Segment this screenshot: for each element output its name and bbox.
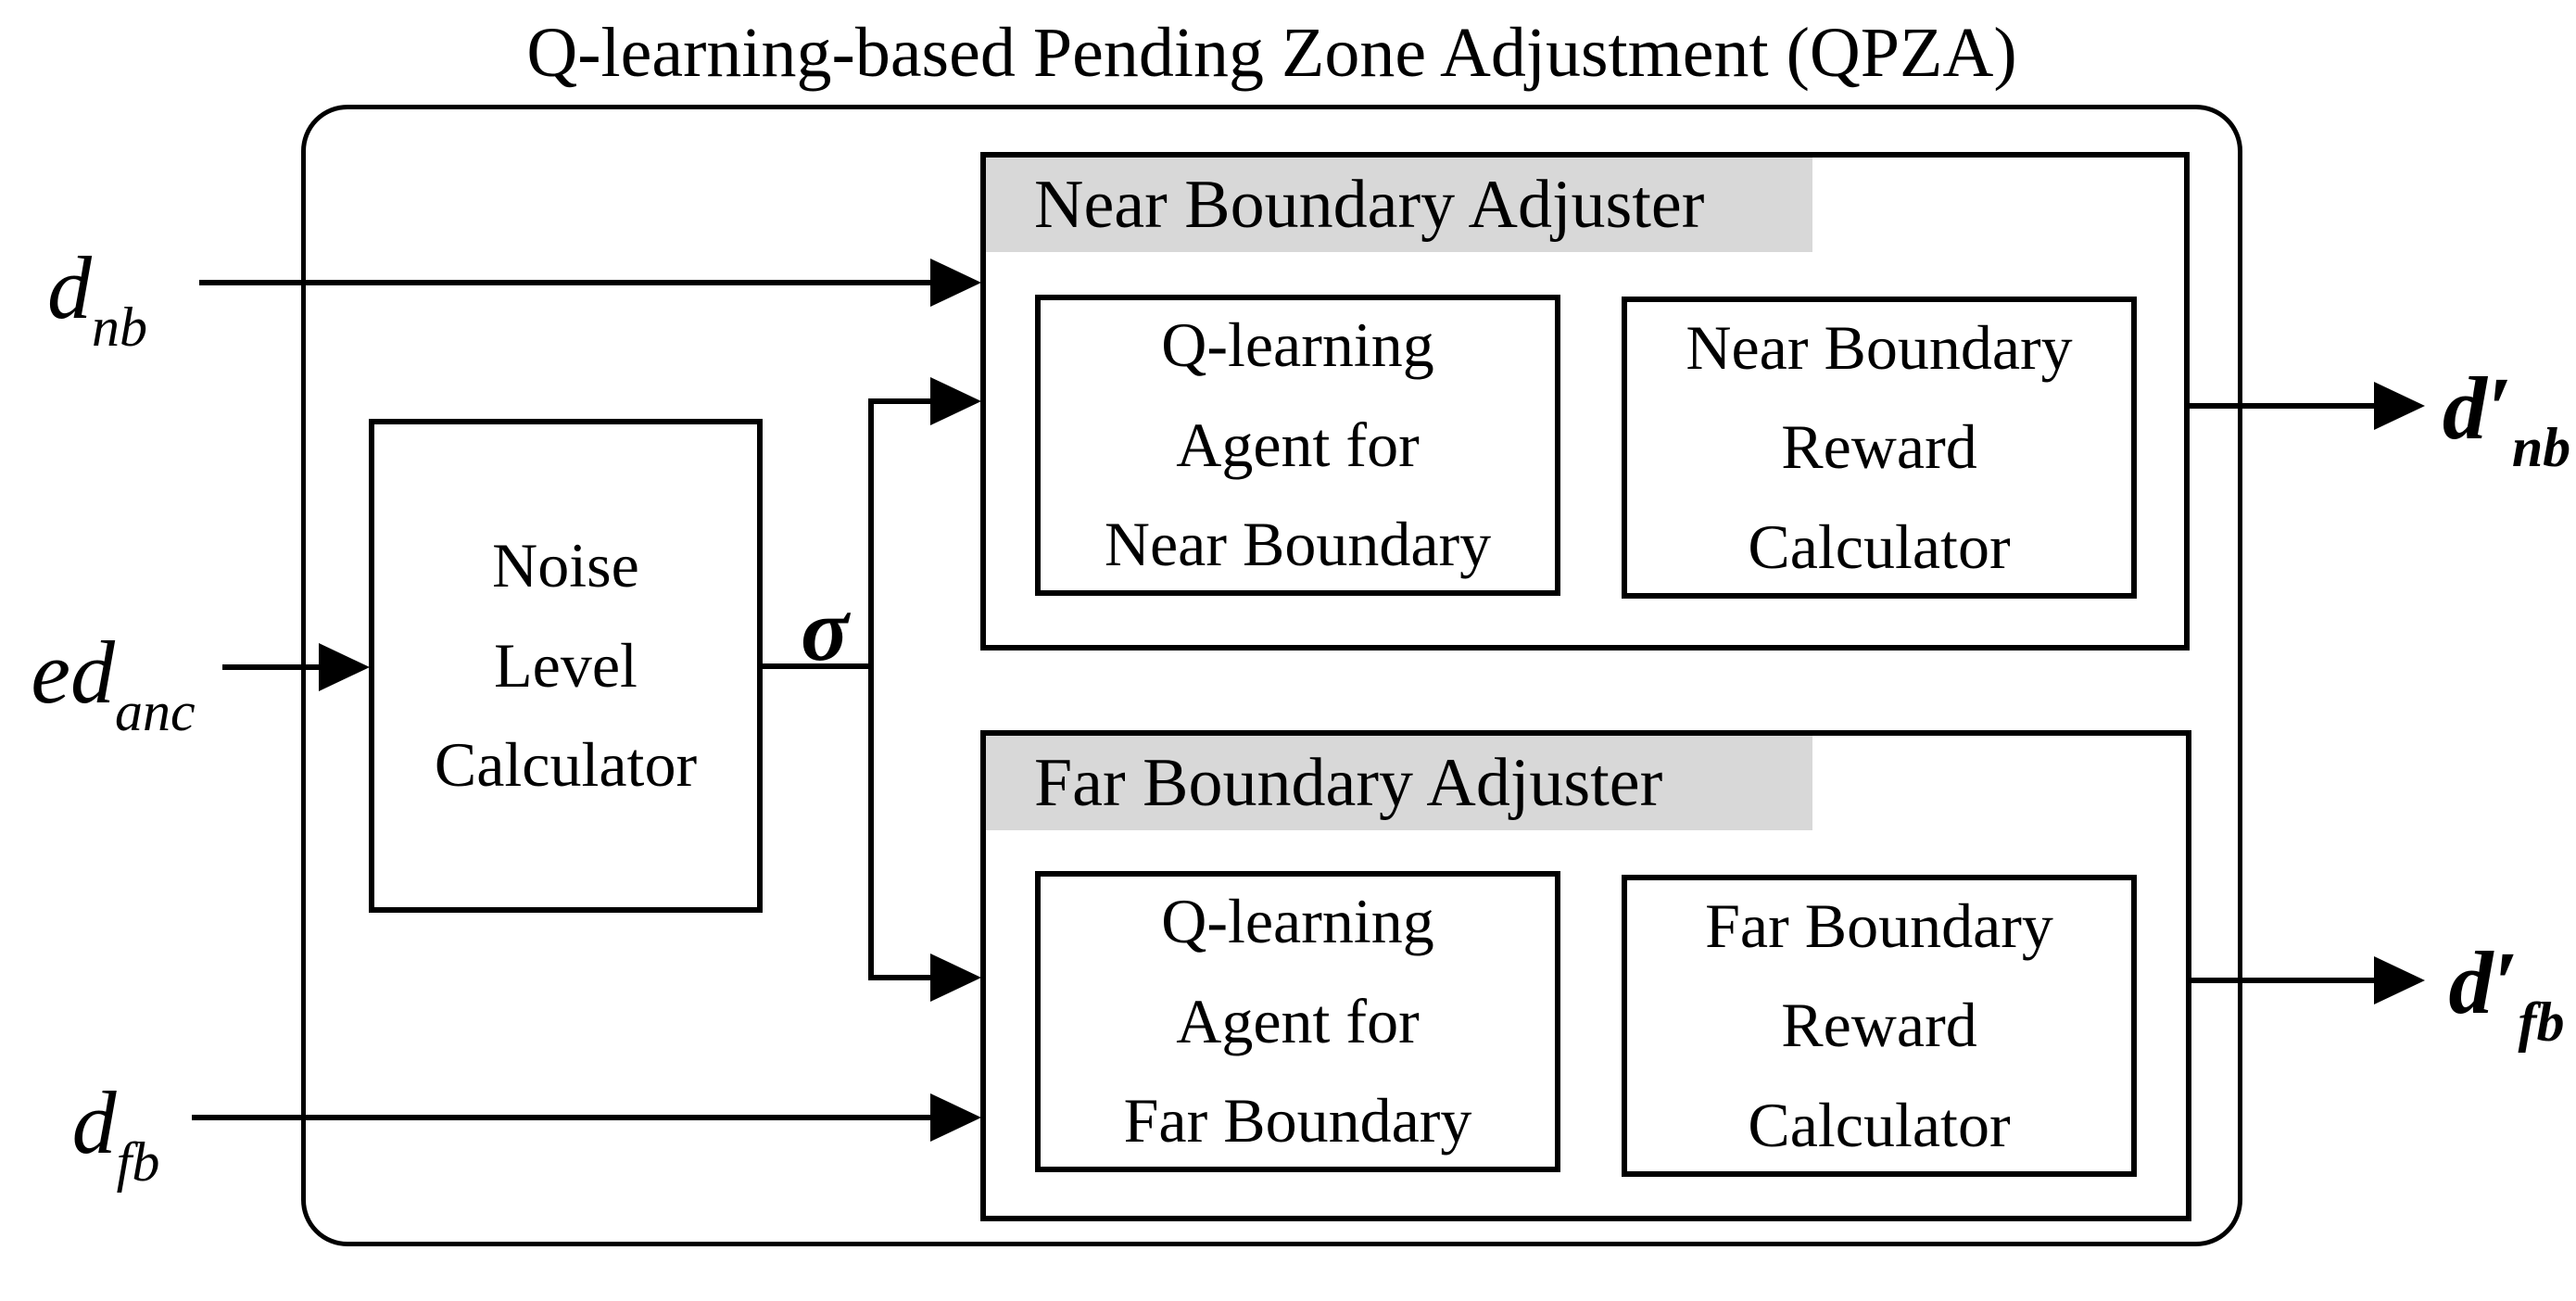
sigma-to-far-arrowhead (930, 954, 981, 1002)
dnb-output-line (2187, 403, 2375, 409)
dnb-input-arrowhead (930, 259, 981, 307)
sigma-label: σ (801, 580, 849, 679)
far-boundary-reward-calculator-block: Far Boundary Reward Calculator (1622, 875, 2137, 1177)
sigma-branch-vertical-line (868, 398, 874, 980)
dnb-output-label-sub: nb (2511, 417, 2571, 478)
qlearning-agent-far-boundary-block: Q-learning Agent for Far Boundary (1035, 871, 1560, 1172)
edanc-input-label-sub: anc (114, 681, 196, 742)
dnb-output-label-main: d′ (2442, 359, 2512, 458)
sigma-to-far-line (871, 975, 931, 980)
sigma-to-near-arrowhead (930, 377, 981, 425)
qlearning-agent-near-boundary-block: Q-learning Agent for Near Boundary (1035, 295, 1560, 596)
dfb-output-arrowhead (2374, 956, 2425, 1004)
far-boundary-adjuster-header: Far Boundary Adjuster (986, 736, 1812, 830)
sigma-output-line (763, 663, 874, 669)
dfb-output-label-sub: fb (2518, 992, 2565, 1053)
dfb-input-label-main: d (71, 1073, 117, 1172)
dfb-input-label-sub: fb (116, 1131, 160, 1193)
dfb-input-line (192, 1115, 931, 1120)
dfb-output-label-main: d′ (2448, 933, 2519, 1032)
sigma-to-near-line (871, 398, 931, 404)
edanc-input-line (222, 664, 320, 670)
edanc-input-arrowhead (319, 643, 370, 691)
dfb-output-line (2189, 978, 2375, 983)
edanc-input-label: edanc (25, 628, 201, 742)
dfb-input-label: dfb (42, 1079, 190, 1193)
qpza-outer-container (301, 105, 2242, 1246)
dnb-input-line (199, 280, 931, 285)
dnb-input-label: dnb (23, 244, 171, 358)
diagram-title: Q-learning-based Pending Zone Adjustment… (526, 14, 2017, 92)
dnb-input-label-main: d (47, 238, 92, 337)
edanc-input-label-main: ed (31, 623, 115, 722)
dnb-output-arrowhead (2374, 382, 2425, 430)
dfb-output-label: d′fb (2428, 939, 2576, 1053)
dnb-input-label-sub: nb (92, 297, 147, 358)
noise-level-calculator-block: Noise Level Calculator (369, 419, 763, 913)
near-boundary-adjuster-header: Near Boundary Adjuster (986, 158, 1812, 252)
dnb-output-label: d′nb (2428, 364, 2576, 478)
dfb-input-arrowhead (930, 1093, 981, 1142)
near-boundary-reward-calculator-block: Near Boundary Reward Calculator (1622, 297, 2137, 599)
